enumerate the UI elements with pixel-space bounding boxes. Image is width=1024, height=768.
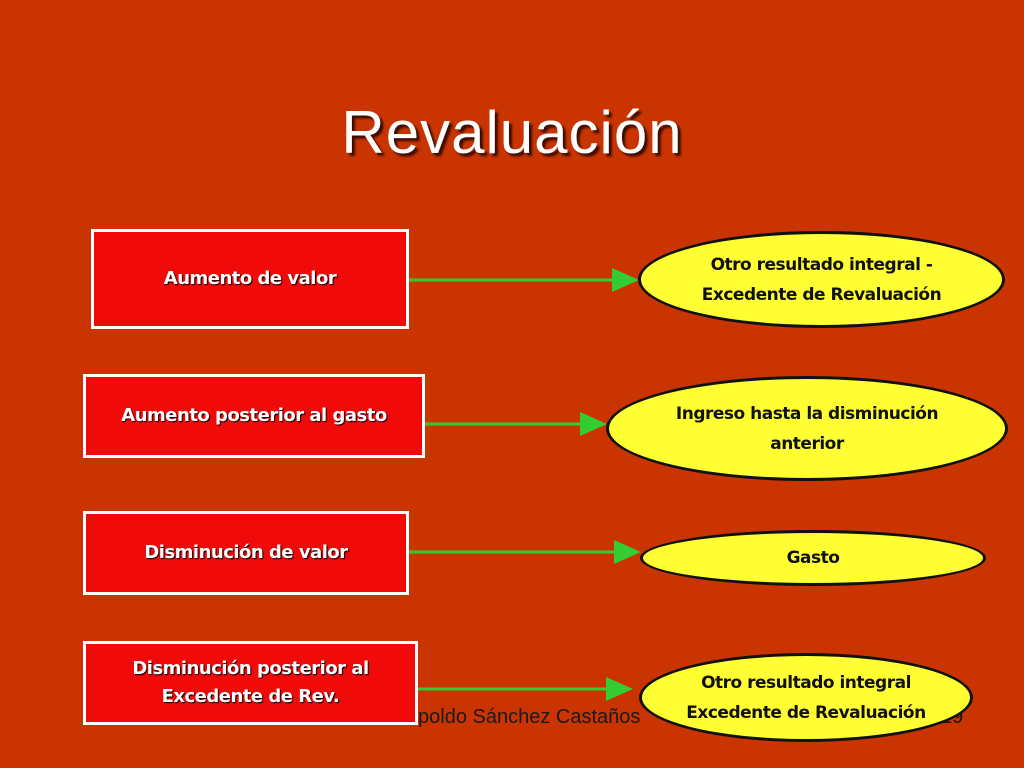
target-ellipse-label: Otro resultado integral Excedente de Rev…: [686, 672, 926, 723]
source-box-label: Disminución posterior al Excedente de Re…: [132, 658, 369, 707]
target-ellipse-1: Otro resultado integral - Excedente de R…: [638, 231, 1005, 328]
source-box-3: Disminución de valor: [83, 511, 409, 595]
source-box-label: Aumento posterior al gasto: [121, 405, 387, 426]
source-box-1: Aumento de valor: [91, 229, 409, 329]
target-ellipse-2: Ingreso hasta la disminución anterior: [606, 376, 1008, 481]
source-box-2: Aumento posterior al gasto: [83, 374, 425, 458]
source-box-label: Disminución de valor: [144, 542, 348, 563]
target-ellipse-label: Ingreso hasta la disminución anterior: [675, 403, 939, 454]
target-ellipse-4: Otro resultado integral Excedente de Rev…: [639, 653, 973, 742]
footer-author: poldo Sánchez Castaños: [418, 706, 641, 728]
target-ellipse-label: Otro resultado integral - Excedente de R…: [701, 254, 942, 305]
slide-title: Revaluación: [341, 99, 683, 166]
source-box-label: Aumento de valor: [163, 268, 337, 289]
target-ellipse-3: Gasto: [640, 530, 986, 586]
target-ellipse-label: Gasto: [786, 548, 840, 568]
source-box-4: Disminución posterior al Excedente de Re…: [83, 641, 418, 725]
